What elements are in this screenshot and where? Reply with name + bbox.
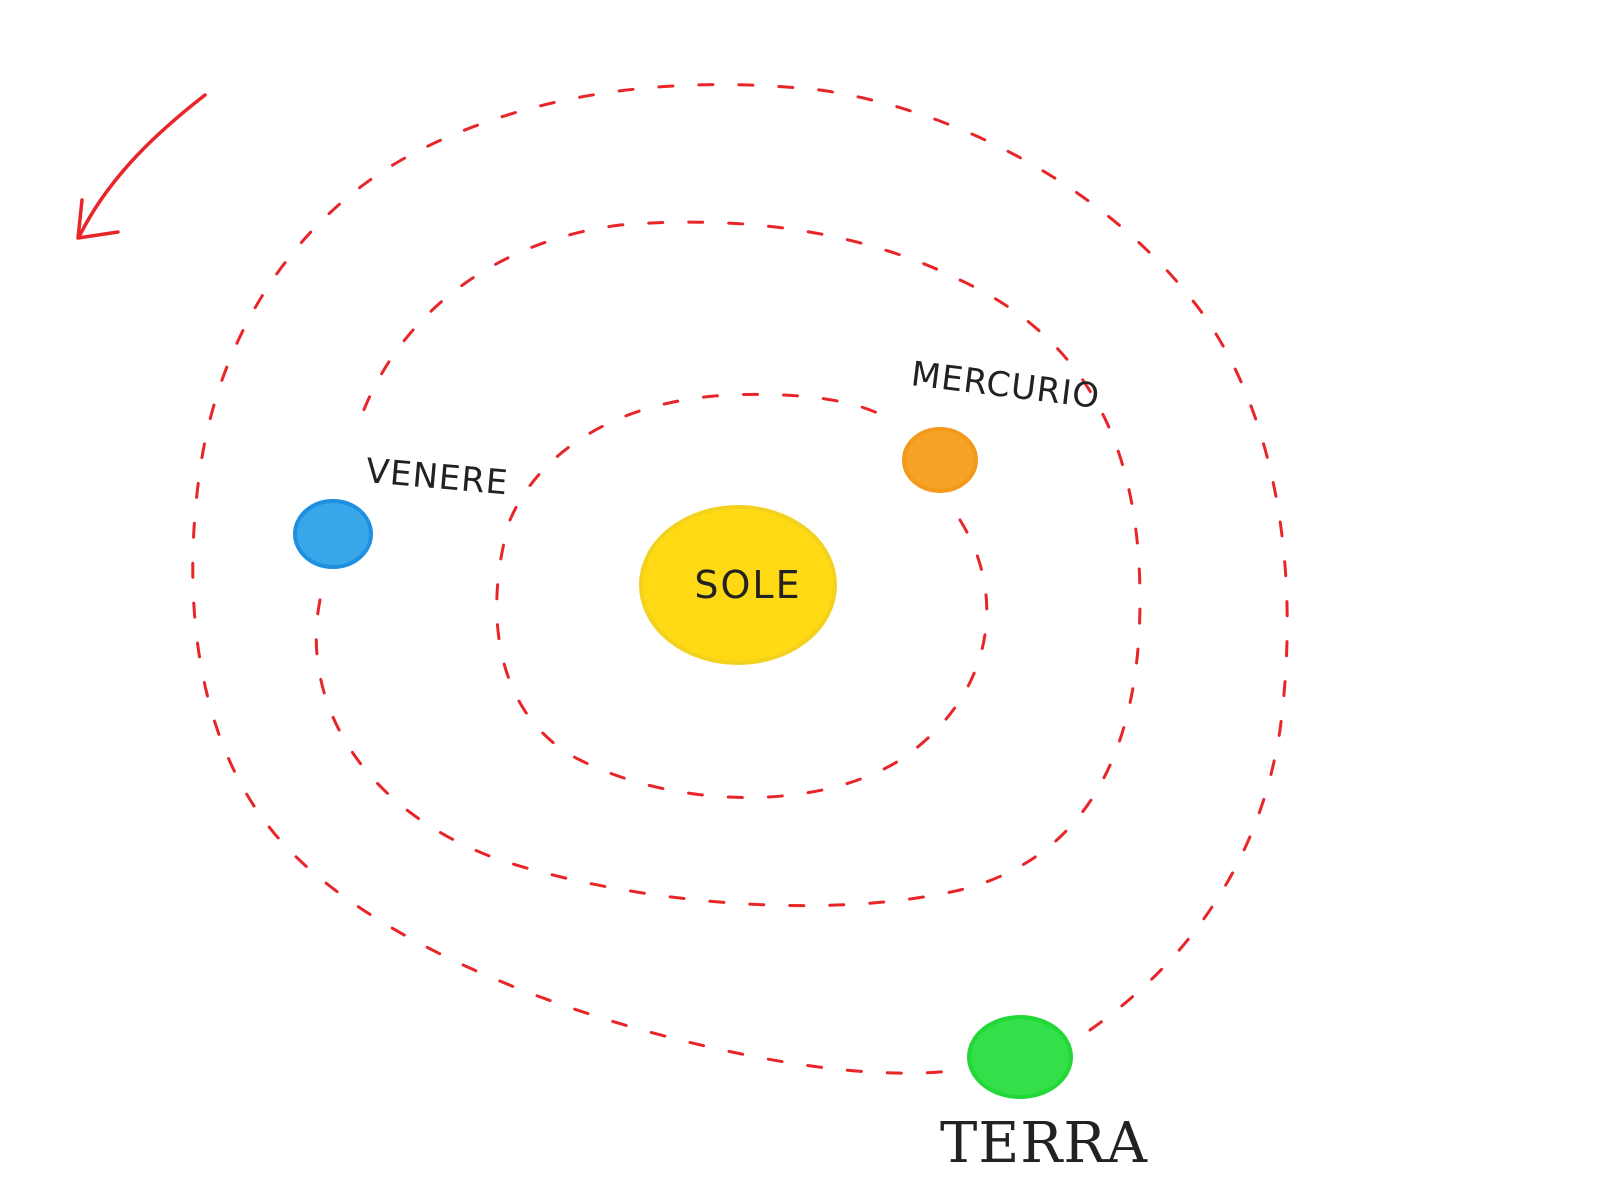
sun-body — [639, 505, 837, 665]
earth-label: TERRA — [940, 1111, 1148, 1176]
sun: SOLE — [639, 505, 837, 665]
curved-arrow-counterclockwise-icon — [76, 93, 207, 240]
orbit-earth — [191, 83, 1289, 1075]
mercury: MERCURIO — [902, 354, 1102, 493]
sun-label: SOLE — [694, 563, 801, 607]
earth: TERRA — [940, 1015, 1148, 1176]
mercury-body — [902, 427, 978, 493]
mercury-label: MERCURIO — [909, 354, 1102, 417]
orbit-venus — [314, 220, 1142, 908]
venus-body — [293, 499, 373, 569]
earth-body — [967, 1015, 1073, 1099]
orbit-mercury — [495, 392, 989, 799]
arrow-head — [76, 198, 120, 240]
venus: VENERE — [293, 451, 510, 569]
arrow-shaft — [78, 93, 207, 237]
venus-label: VENERE — [364, 451, 510, 503]
